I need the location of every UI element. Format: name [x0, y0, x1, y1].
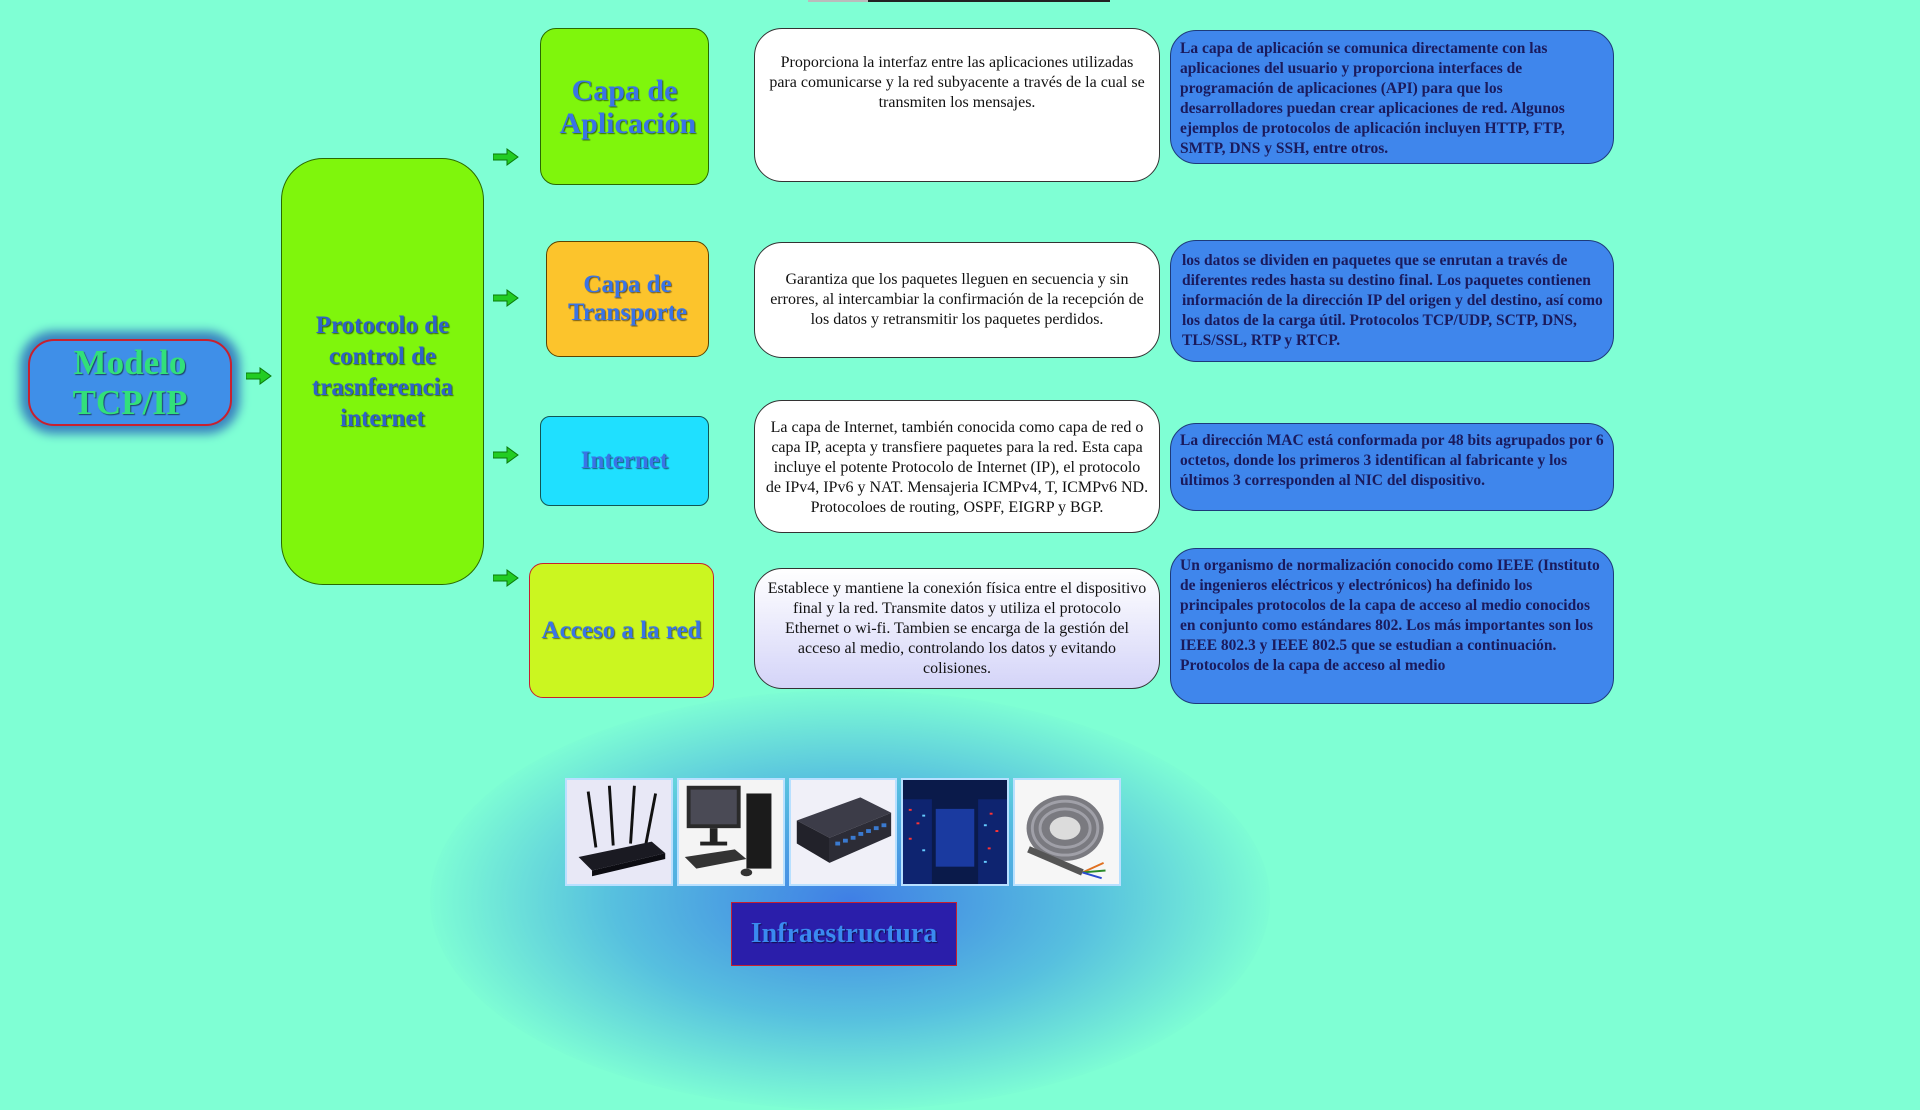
top-divider-dark	[868, 0, 1110, 2]
router-image	[565, 778, 673, 886]
arrow-icon	[246, 367, 272, 385]
description-text: La capa de Internet, también conocida co…	[765, 418, 1149, 516]
layer-network-access: Acceso a la red	[529, 563, 714, 698]
root-node: Modelo TCP/IP	[28, 339, 232, 426]
arrow-icon	[493, 446, 519, 464]
layer-network-access-label: Acceso a la red	[541, 616, 702, 644]
layer-internet-detail: La dirección MAC está conformada por 48 …	[1170, 423, 1614, 511]
arrow-icon	[493, 289, 519, 307]
layer-transport-description: Garantiza que los paquetes lleguen en se…	[754, 242, 1160, 358]
layer-application: Capa de Aplicación	[540, 28, 709, 185]
layer-internet: Internet	[540, 416, 709, 506]
description-text: Establece y mantiene la conexión física …	[767, 579, 1147, 677]
protocol-node: Protocolo de control de trasnferencia in…	[281, 158, 484, 585]
layer-application-detail: La capa de aplicación se comunica direct…	[1170, 30, 1614, 164]
arrow-icon	[493, 148, 519, 166]
root-node-label: Modelo TCP/IP	[72, 342, 188, 422]
layer-transport: Capa de Transporte	[546, 241, 709, 357]
layer-transport-label: Capa de Transporte	[568, 271, 687, 326]
detail-text: Un organismo de normalización conocido c…	[1180, 557, 1600, 674]
protocol-node-label: Protocolo de control de trasnferencia in…	[311, 311, 454, 432]
description-text: Garantiza que los paquetes lleguen en se…	[770, 271, 1144, 328]
layer-network-access-description: Establece y mantiene la conexión física …	[754, 568, 1160, 689]
layer-transport-detail: los datos se dividen en paquetes que se …	[1170, 240, 1614, 362]
data-center-image	[901, 778, 1009, 886]
background-glow	[430, 690, 1270, 1110]
desktop-computer-image	[677, 778, 785, 886]
layer-internet-description: La capa de Internet, también conocida co…	[754, 400, 1160, 533]
network-cable-image	[1013, 778, 1121, 886]
arrow-icon	[493, 569, 519, 587]
description-text: Proporciona la interfaz entre las aplica…	[769, 54, 1145, 111]
layer-application-description: Proporciona la interfaz entre las aplica…	[754, 28, 1160, 182]
infrastructure-label-box: Infraestructura	[731, 902, 957, 966]
top-divider	[808, 0, 868, 2]
layer-network-access-detail: Un organismo de normalización conocido c…	[1170, 548, 1614, 704]
detail-text: La dirección MAC está conformada por 48 …	[1180, 432, 1604, 489]
layer-application-label: Capa de Aplicación	[559, 73, 697, 140]
detail-text: los datos se dividen en paquetes que se …	[1182, 252, 1603, 349]
layer-internet-label: Internet	[580, 447, 669, 474]
network-switch-image	[789, 778, 897, 886]
detail-text: La capa de aplicación se comunica direct…	[1180, 40, 1565, 157]
infrastructure-label: Infraestructura	[750, 918, 938, 949]
